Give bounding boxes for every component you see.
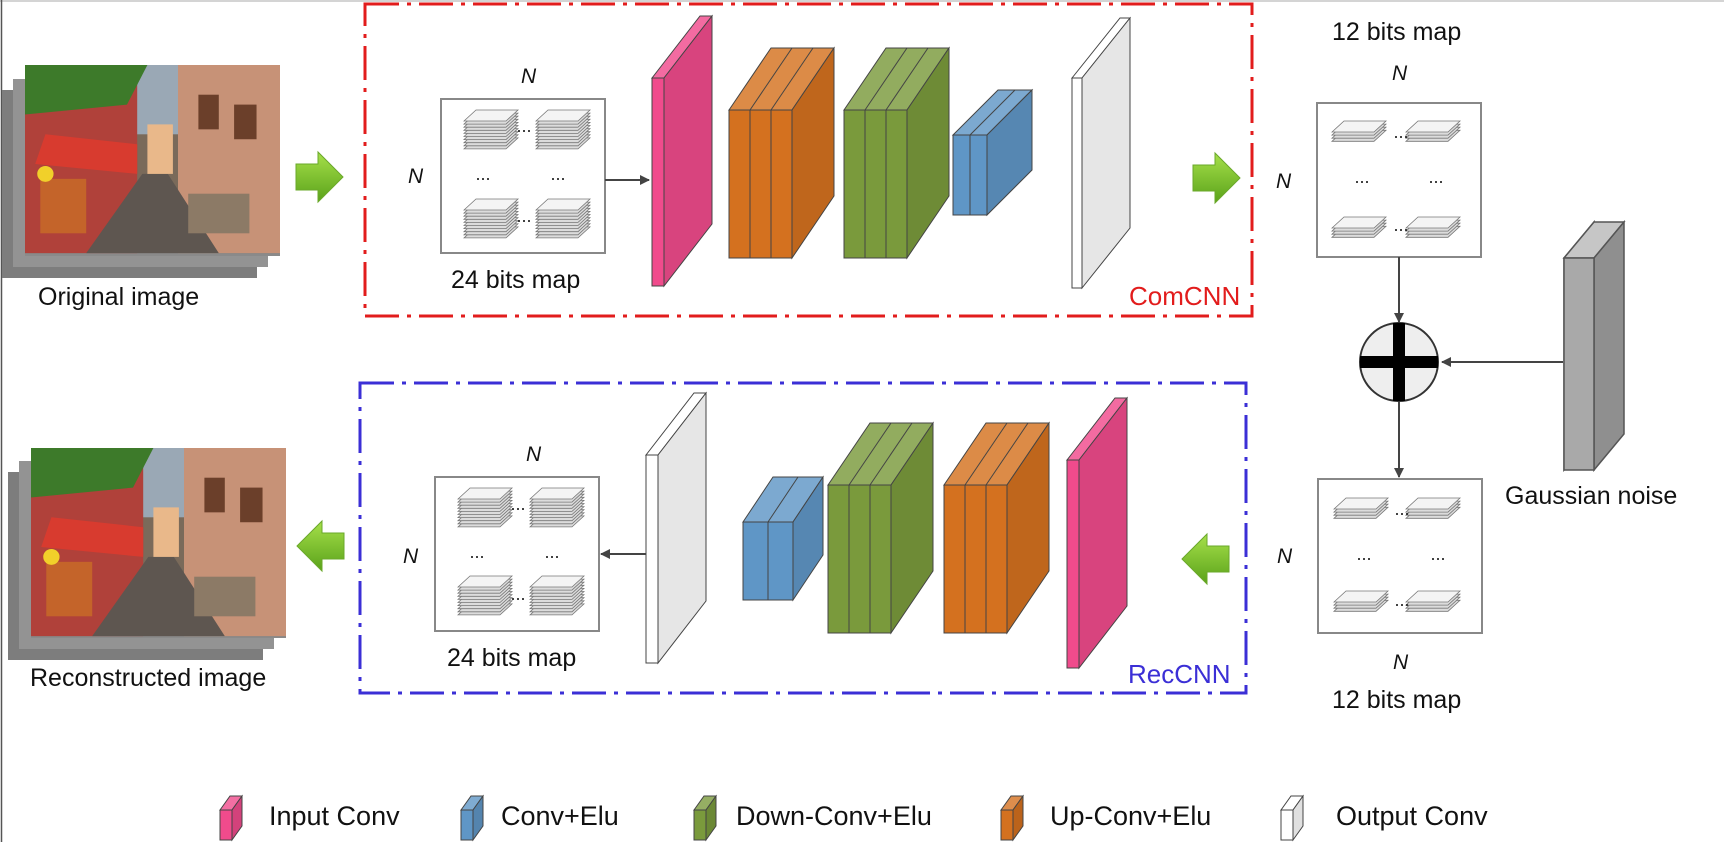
compressed-map-label: 12 bits map bbox=[1332, 18, 1462, 46]
reccnn-output-conv-layer bbox=[644, 391, 708, 665]
comcnn-conv-elu-layer bbox=[951, 88, 1034, 217]
feature-stack-12-a-0 bbox=[1330, 120, 1388, 142]
reconstructed-image-label: Reconstructed image bbox=[30, 664, 267, 692]
reccnn-up-conv-layer bbox=[943, 421, 1050, 635]
ellipsis-12a-top: ... bbox=[1393, 122, 1408, 142]
reccnn-box bbox=[358, 381, 1248, 695]
original-image bbox=[25, 65, 280, 254]
feature-stack-12-b-1 bbox=[1404, 497, 1462, 519]
noisy-map-dim-left: N bbox=[1277, 545, 1293, 568]
comcnn-box bbox=[363, 2, 1254, 318]
ellipsis-24a-top: ... bbox=[516, 116, 531, 136]
legend-swatch-4 bbox=[1280, 794, 1304, 842]
ellipsis-12a-ml: ... bbox=[1354, 167, 1369, 187]
comcnn-up-conv-layer bbox=[728, 46, 835, 260]
feature-stack-24-a-2 bbox=[462, 198, 520, 239]
noisy-map-dim-bottom: N bbox=[1393, 651, 1409, 674]
reccnn-input-conv-layer bbox=[1065, 396, 1129, 670]
ellipsis-12a-mr: ... bbox=[1428, 167, 1443, 187]
gaussian-noise-block bbox=[1562, 219, 1626, 473]
feature-stack-12-b-3 bbox=[1404, 590, 1462, 612]
comcnn-map-dim-top: N bbox=[521, 65, 537, 88]
green-arrow-to-comcnn bbox=[295, 150, 344, 204]
feature-stack-24-a-3 bbox=[534, 198, 592, 239]
reccnn-conv-elu-layer bbox=[742, 475, 824, 602]
feature-stack-24-b-1 bbox=[528, 487, 586, 528]
legend-label-down-conv-elu: Down-Conv+Elu bbox=[736, 801, 932, 831]
legend-label-output-conv: Output Conv bbox=[1336, 801, 1488, 831]
reconstructed-image-stack bbox=[8, 448, 286, 660]
reccnn-title: RecCNN bbox=[1128, 659, 1231, 689]
legend-swatch-2 bbox=[693, 794, 717, 842]
green-arrow-into-reccnn bbox=[1181, 532, 1230, 586]
reccnn-map-dim-top: N bbox=[526, 443, 542, 466]
legend-label-conv-elu: Conv+Elu bbox=[501, 801, 619, 831]
feature-stack-12-a-2 bbox=[1330, 216, 1388, 238]
feature-stack-12-a-3 bbox=[1404, 216, 1462, 238]
comcnn-title: ComCNN bbox=[1129, 281, 1241, 311]
comcnn-input-conv-layer bbox=[650, 14, 714, 288]
compressed-map-dim-top: N bbox=[1392, 62, 1408, 85]
feature-stack-12-b-0 bbox=[1332, 497, 1390, 519]
green-arrow-to-reconstructed bbox=[296, 519, 345, 573]
feature-stack-24-a-0 bbox=[462, 109, 520, 150]
ellipsis-24b-mr: ... bbox=[544, 542, 559, 562]
reccnn-map-dim-left: N bbox=[403, 545, 419, 568]
ellipsis-12b-mr: ... bbox=[1430, 544, 1445, 564]
ellipsis-12b-bot: ... bbox=[1394, 590, 1409, 610]
comcnn-map-label: 24 bits map bbox=[451, 266, 581, 294]
reconstructed-image bbox=[31, 448, 286, 637]
adder-plus-icon bbox=[1359, 322, 1439, 402]
green-arrow-from-comcnn bbox=[1192, 151, 1241, 205]
compressed-map-dim-left: N bbox=[1276, 170, 1292, 193]
feature-stack-12-a-1 bbox=[1404, 120, 1462, 142]
feature-stack-24-b-2 bbox=[456, 575, 514, 616]
ellipsis-24b-ml: ... bbox=[469, 542, 484, 562]
gaussian-noise-label: Gaussian noise bbox=[1505, 482, 1678, 510]
feature-stack-24-a-1 bbox=[534, 109, 592, 150]
original-image-label: Original image bbox=[38, 283, 200, 311]
reccnn-map-label: 24 bits map bbox=[447, 644, 577, 672]
feature-stack-12-b-2 bbox=[1332, 590, 1390, 612]
reccnn-down-conv-layer bbox=[827, 421, 934, 635]
ellipsis-12b-ml: ... bbox=[1356, 544, 1371, 564]
legend-label-up-conv-elu: Up-Conv+Elu bbox=[1050, 801, 1212, 831]
ellipsis-12b-top: ... bbox=[1394, 499, 1409, 519]
feature-stack-24-b-0 bbox=[456, 487, 514, 528]
ellipsis-24b-top: ... bbox=[510, 494, 525, 514]
legend-swatch-1 bbox=[460, 794, 484, 842]
ellipsis-24a-mr: ... bbox=[550, 164, 565, 184]
legend-label-input-conv: Input Conv bbox=[269, 801, 400, 831]
ellipsis-12a-bot: ... bbox=[1393, 215, 1408, 235]
ellipsis-24a-bot: ... bbox=[516, 206, 531, 226]
legend-swatch-0 bbox=[219, 794, 243, 842]
comcnn-output-conv-layer bbox=[1070, 16, 1132, 290]
feature-stack-24-b-3 bbox=[528, 575, 586, 616]
comcnn-map-dim-left: N bbox=[408, 165, 424, 188]
comcnn-down-conv-layer bbox=[843, 46, 950, 260]
legend-swatch-3 bbox=[1000, 794, 1024, 842]
original-image-stack bbox=[2, 65, 280, 278]
noisy-map-label: 12 bits map bbox=[1332, 686, 1462, 714]
ellipsis-24a-ml: ... bbox=[475, 164, 490, 184]
ellipsis-24b-bot: ... bbox=[510, 584, 525, 604]
